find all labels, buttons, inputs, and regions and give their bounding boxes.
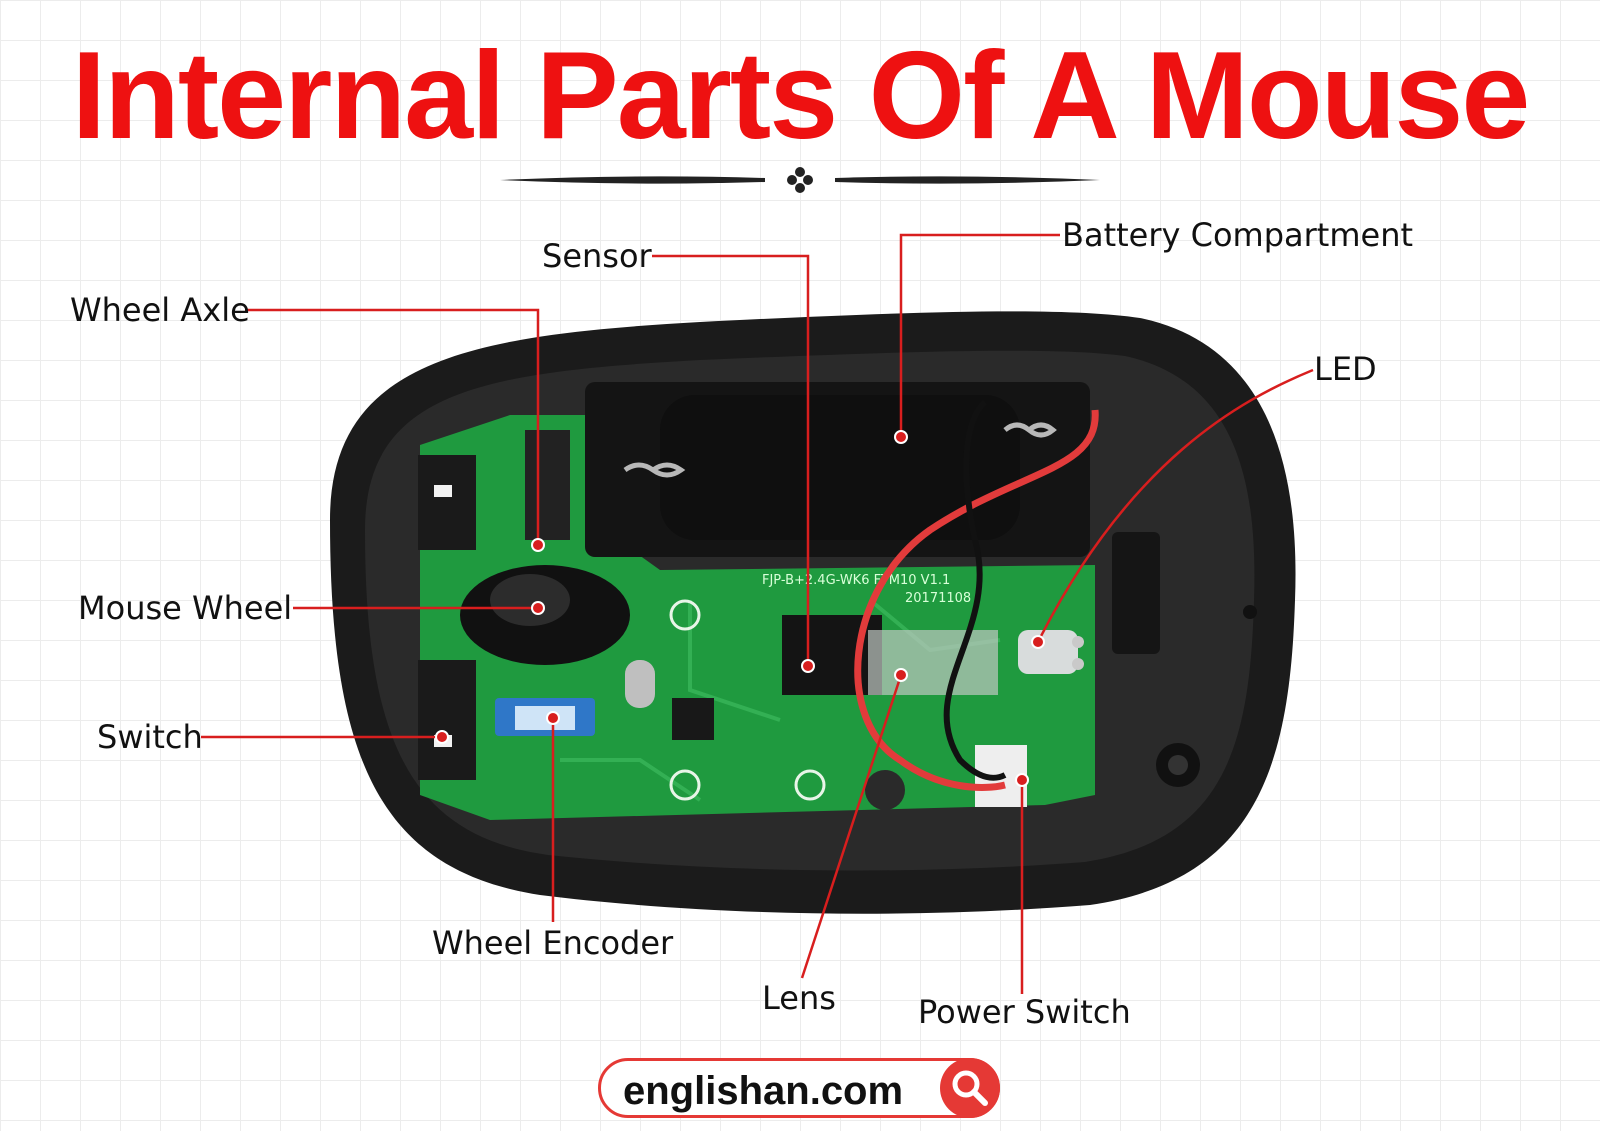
label-power-switch: Power Switch xyxy=(918,993,1131,1031)
led-component xyxy=(1018,630,1084,674)
pcb-date-label: 20171108 xyxy=(905,591,971,606)
site-name: englishan.com xyxy=(623,1069,904,1113)
label-switch: Switch xyxy=(97,718,203,756)
site-badge[interactable]: englishan.com xyxy=(598,1058,1000,1118)
leader-lines xyxy=(201,233,1314,994)
label-sensor: Sensor xyxy=(542,237,652,275)
page-title: Internal Parts Of A Mouse xyxy=(71,27,1531,165)
battery-compartment xyxy=(585,382,1090,557)
label-wheel-encoder: Wheel Encoder xyxy=(432,924,674,962)
label-lens: Lens xyxy=(762,979,836,1017)
leader-dots xyxy=(435,430,1045,787)
label-led: LED xyxy=(1314,350,1377,388)
label-battery-compartment: Battery Compartment xyxy=(1062,216,1414,254)
title-divider-ornament xyxy=(500,167,1100,193)
label-wheel-axle: Wheel Axle xyxy=(70,291,250,329)
label-mouse-wheel: Mouse Wheel xyxy=(78,589,293,627)
search-icon[interactable] xyxy=(940,1058,1000,1118)
pcb-model-label: FJP-B+2.4G-WK6 FTM10 V1.1 xyxy=(762,573,950,588)
